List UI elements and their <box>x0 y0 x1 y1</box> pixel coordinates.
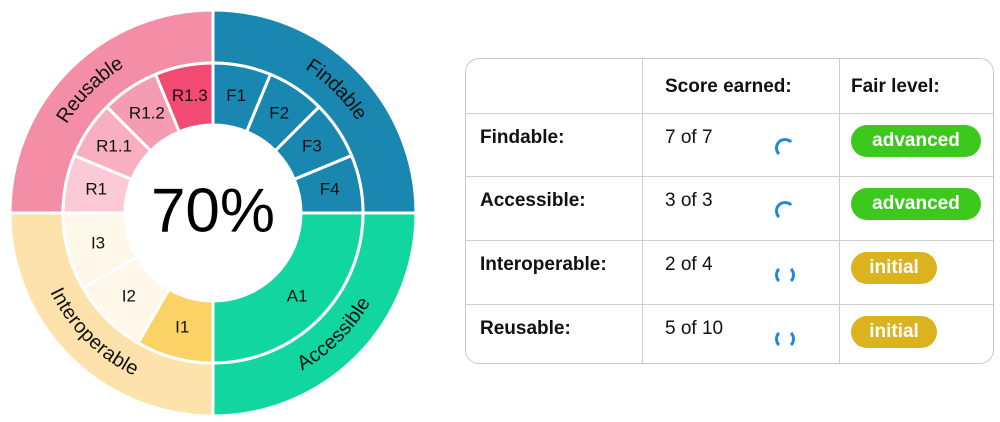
score-text: 7 of 7 <box>665 127 713 148</box>
inner-label-r1-2: R1.2 <box>129 104 165 123</box>
header-empty <box>466 59 642 113</box>
inner-label-r1-1: R1.1 <box>96 136 132 155</box>
row-label-reusable: Reusable: <box>480 318 571 339</box>
loading-spinner-icon <box>775 329 795 349</box>
table-row: Reusable: 5 of 10 initial <box>466 305 993 363</box>
fair-level-badge: advanced <box>851 125 981 157</box>
table-row: Accessible: 3 of 3 advanced <box>466 177 993 240</box>
row-label-interoperable: Interoperable: <box>480 254 607 275</box>
fair-sunburst-chart: FindableAccessibleInteroperableReusableF… <box>8 8 418 418</box>
header-score-earned: Score earned: <box>642 59 839 113</box>
inner-label-i1: I1 <box>175 317 189 336</box>
fair-score-table: Score earned: Fair level: Findable: 7 of… <box>465 58 994 364</box>
table-header-row: Score earned: Fair level: <box>466 59 993 113</box>
inner-label-f1: F1 <box>226 86 246 105</box>
inner-segment-r1-3 <box>153 61 215 134</box>
table-row: Findable: 7 of 7 advanced <box>466 114 993 176</box>
row-label-findable: Findable: <box>480 127 565 148</box>
inner-segment-a1 <box>211 211 365 365</box>
inner-label-i2: I2 <box>122 287 136 306</box>
score-text: 5 of 10 <box>665 318 724 339</box>
inner-label-r1: R1 <box>85 179 107 198</box>
score-reusable: 5 of 10 <box>642 305 839 363</box>
row-divider <box>466 240 993 241</box>
fair-level-badge: initial <box>851 252 937 284</box>
center-percent-label: 70% <box>151 176 275 245</box>
fair-level-badge: initial <box>851 316 937 348</box>
level-cell-reusable: initial <box>839 305 993 363</box>
level-cell-findable: advanced <box>839 114 993 176</box>
header-fair-level: Fair level: <box>839 59 993 113</box>
score-findable: 7 of 7 <box>642 114 839 176</box>
score-text: 2 of 4 <box>665 254 713 275</box>
inner-label-i3: I3 <box>91 233 105 252</box>
level-cell-interoperable: initial <box>839 241 993 304</box>
row-divider <box>466 113 993 114</box>
score-accessible: 3 of 3 <box>642 177 839 240</box>
score-interoperable: 2 of 4 <box>642 241 839 304</box>
inner-label-f4: F4 <box>320 179 340 198</box>
loading-spinner-icon <box>775 138 795 158</box>
loading-spinner-icon <box>775 265 795 285</box>
table-row: Interoperable: 2 of 4 initial <box>466 241 993 304</box>
fair-level-badge: advanced <box>851 188 981 220</box>
row-label-accessible: Accessible: <box>480 190 586 211</box>
level-cell-accessible: advanced <box>839 177 993 240</box>
row-divider <box>466 176 993 177</box>
inner-label-f2: F2 <box>269 104 289 123</box>
inner-label-a1: A1 <box>287 287 308 306</box>
loading-spinner-icon <box>775 201 795 221</box>
score-text: 3 of 3 <box>665 190 713 211</box>
inner-label-f3: F3 <box>302 136 322 155</box>
row-divider <box>466 304 993 305</box>
inner-label-r1-3: R1.3 <box>172 86 208 105</box>
